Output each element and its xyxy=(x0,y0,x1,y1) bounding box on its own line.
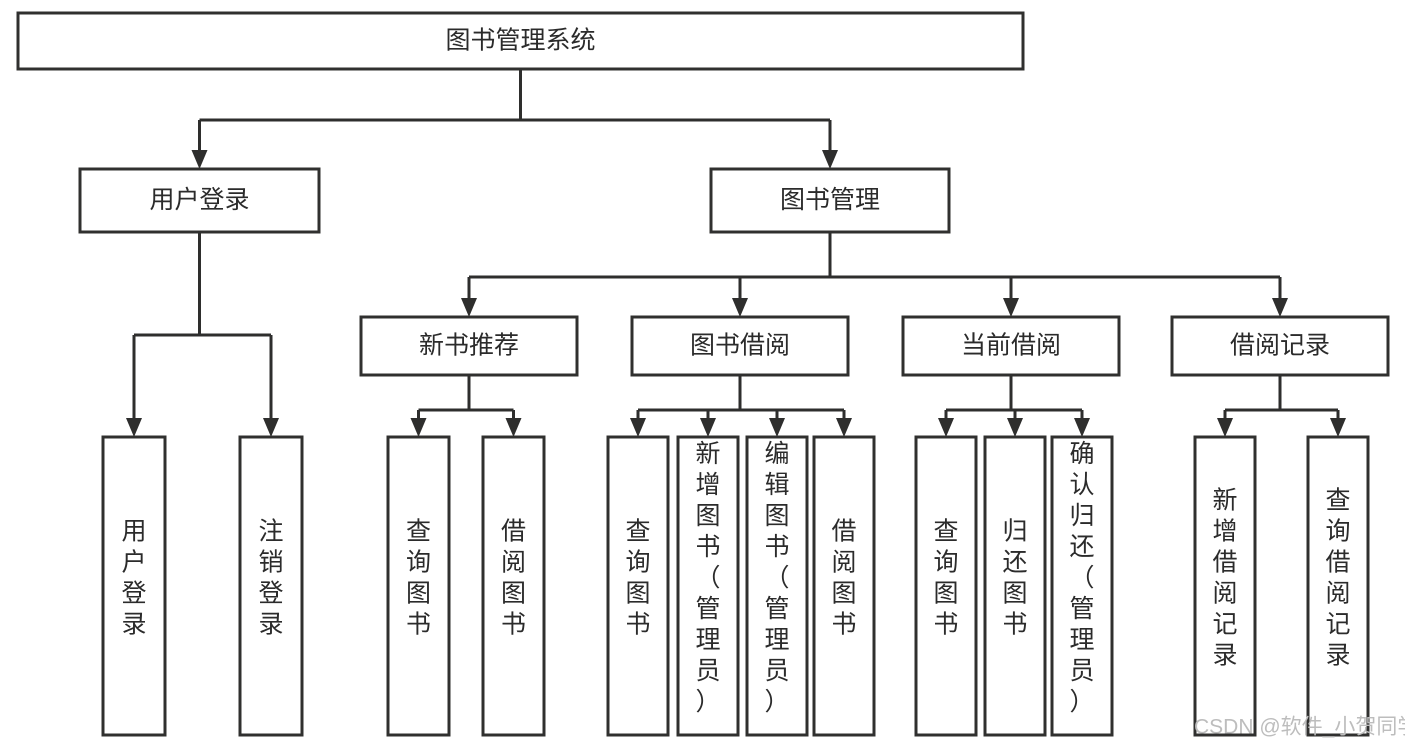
node-book-management[interactable]: 图书管理 xyxy=(709,167,951,234)
node-borrow-record[interactable]: 借阅记录 xyxy=(1170,315,1390,377)
current-borrow-branch-0-arrowhead xyxy=(938,418,954,437)
node-box-new-book-recommend[interactable] xyxy=(359,315,579,377)
book-borrow-branch-1-arrowhead xyxy=(700,418,716,437)
node-box-br-query-record[interactable] xyxy=(1306,435,1370,737)
node-box-user-login-do[interactable] xyxy=(101,435,167,737)
root-branch-1-arrowhead xyxy=(822,150,838,169)
node-box-bb-borrow-book[interactable] xyxy=(812,435,876,737)
csdn-watermark: CSDN @软件_小贺同学 xyxy=(1194,716,1405,739)
book-borrow-branch-0-arrowhead xyxy=(630,418,646,437)
node-nb-query-book[interactable]: 查询图书 xyxy=(386,435,451,737)
node-box-borrow-record[interactable] xyxy=(1170,315,1390,377)
node-box-user-logout[interactable] xyxy=(238,435,304,737)
node-label-cb-return-book: 归还图书 xyxy=(1002,518,1027,639)
node-nb-borrow-book[interactable]: 借阅图书 xyxy=(481,435,546,737)
node-label-user-login: 用户登录 xyxy=(149,186,249,214)
node-br-query-record[interactable]: 查询借阅记录 xyxy=(1306,435,1370,737)
node-label-bb-query-book: 查询图书 xyxy=(625,518,650,639)
book-management-branch-2-arrowhead xyxy=(1003,298,1019,317)
node-user-login[interactable]: 用户登录 xyxy=(78,167,321,234)
node-label-bb-edit-book: 编辑图书（管理员） xyxy=(764,440,789,716)
node-bb-add-book[interactable]: 新增图书（管理员） xyxy=(676,435,740,737)
node-label-bb-add-book: 新增图书（管理员） xyxy=(695,440,720,716)
current-borrow-branch-1-arrowhead xyxy=(1007,418,1023,437)
node-box-nb-query-book[interactable] xyxy=(386,435,451,737)
book-management-branch-3-arrowhead xyxy=(1272,298,1288,317)
node-box-br-add-record[interactable] xyxy=(1193,435,1257,737)
node-box-bb-query-book[interactable] xyxy=(606,435,670,737)
node-box-book-management[interactable] xyxy=(709,167,951,234)
user-login-branch-1-arrowhead xyxy=(263,418,279,437)
node-new-book-recommend[interactable]: 新书推荐 xyxy=(359,315,579,377)
node-user-login-do[interactable]: 用户登录 xyxy=(101,435,167,737)
node-cb-confirm-return[interactable]: 确认归还（管理员） xyxy=(1050,435,1114,737)
node-box-cb-query-book[interactable] xyxy=(914,435,978,737)
node-bb-query-book[interactable]: 查询图书 xyxy=(606,435,670,737)
node-box-cb-confirm-return[interactable] xyxy=(1050,435,1114,737)
node-bb-edit-book[interactable]: 编辑图书（管理员） xyxy=(745,435,809,737)
book-management-branch-1-arrowhead xyxy=(732,298,748,317)
node-cb-return-book[interactable]: 归还图书 xyxy=(983,435,1047,737)
root-branch-0-arrowhead xyxy=(191,150,208,169)
new-book-recommend-branch-1-arrowhead xyxy=(505,418,522,437)
node-box-book-borrow[interactable] xyxy=(630,315,850,377)
book-management-branch-0-arrowhead xyxy=(461,298,477,317)
node-box-current-borrow[interactable] xyxy=(901,315,1121,377)
node-layer: 用户登录用户登录注销登录图书管理新书推荐查询图书借阅图书图书借阅查询图书新增图书… xyxy=(16,11,1390,737)
user-login-branch-0-arrowhead xyxy=(126,418,142,437)
node-label-current-borrow: 当前借阅 xyxy=(961,332,1061,360)
node-label-br-query-record: 查询借阅记录 xyxy=(1325,487,1350,670)
node-box-cb-return-book[interactable] xyxy=(983,435,1047,737)
node-cb-query-book[interactable]: 查询图书 xyxy=(914,435,978,737)
node-box-root[interactable] xyxy=(16,11,1025,71)
node-label-borrow-record: 借阅记录 xyxy=(1230,332,1330,360)
node-label-bb-borrow-book: 借阅图书 xyxy=(831,518,856,639)
node-label-cb-query-book: 查询图书 xyxy=(933,518,958,639)
current-borrow-branch-2-arrowhead xyxy=(1074,418,1090,437)
node-book-borrow[interactable]: 图书借阅 xyxy=(630,315,850,377)
node-br-add-record[interactable]: 新增借阅记录 xyxy=(1193,435,1257,737)
node-box-bb-edit-book[interactable] xyxy=(745,435,809,737)
node-label-user-login-do: 用户登录 xyxy=(121,518,146,639)
node-label-cb-confirm-return: 确认归还（管理员） xyxy=(1069,440,1094,716)
node-root[interactable]: 图书管理系统 xyxy=(16,11,1025,71)
node-bb-borrow-book[interactable]: 借阅图书 xyxy=(812,435,876,737)
borrow-record-branch-0-arrowhead xyxy=(1217,418,1233,437)
node-box-user-login[interactable] xyxy=(78,167,321,234)
node-label-book-borrow: 图书借阅 xyxy=(690,332,790,360)
node-box-bb-add-book[interactable] xyxy=(676,435,740,737)
node-box-nb-borrow-book[interactable] xyxy=(481,435,546,737)
node-user-logout[interactable]: 注销登录 xyxy=(238,435,304,737)
book-borrow-branch-3-arrowhead xyxy=(836,418,852,437)
borrow-record-branch-1-arrowhead xyxy=(1330,418,1346,437)
new-book-recommend-branch-0-arrowhead xyxy=(410,418,427,437)
node-label-user-logout: 注销登录 xyxy=(258,518,283,639)
book-borrow-branch-2-arrowhead xyxy=(769,418,785,437)
node-label-nb-borrow-book: 借阅图书 xyxy=(501,518,526,639)
connector-layer xyxy=(126,69,1346,437)
node-label-nb-query-book: 查询图书 xyxy=(406,518,431,639)
node-label-br-add-record: 新增借阅记录 xyxy=(1212,487,1237,670)
node-label-book-management: 图书管理 xyxy=(780,186,880,214)
node-label-root: 图书管理系统 xyxy=(445,27,595,55)
node-label-new-book-recommend: 新书推荐 xyxy=(419,332,519,360)
node-current-borrow[interactable]: 当前借阅 xyxy=(901,315,1121,377)
